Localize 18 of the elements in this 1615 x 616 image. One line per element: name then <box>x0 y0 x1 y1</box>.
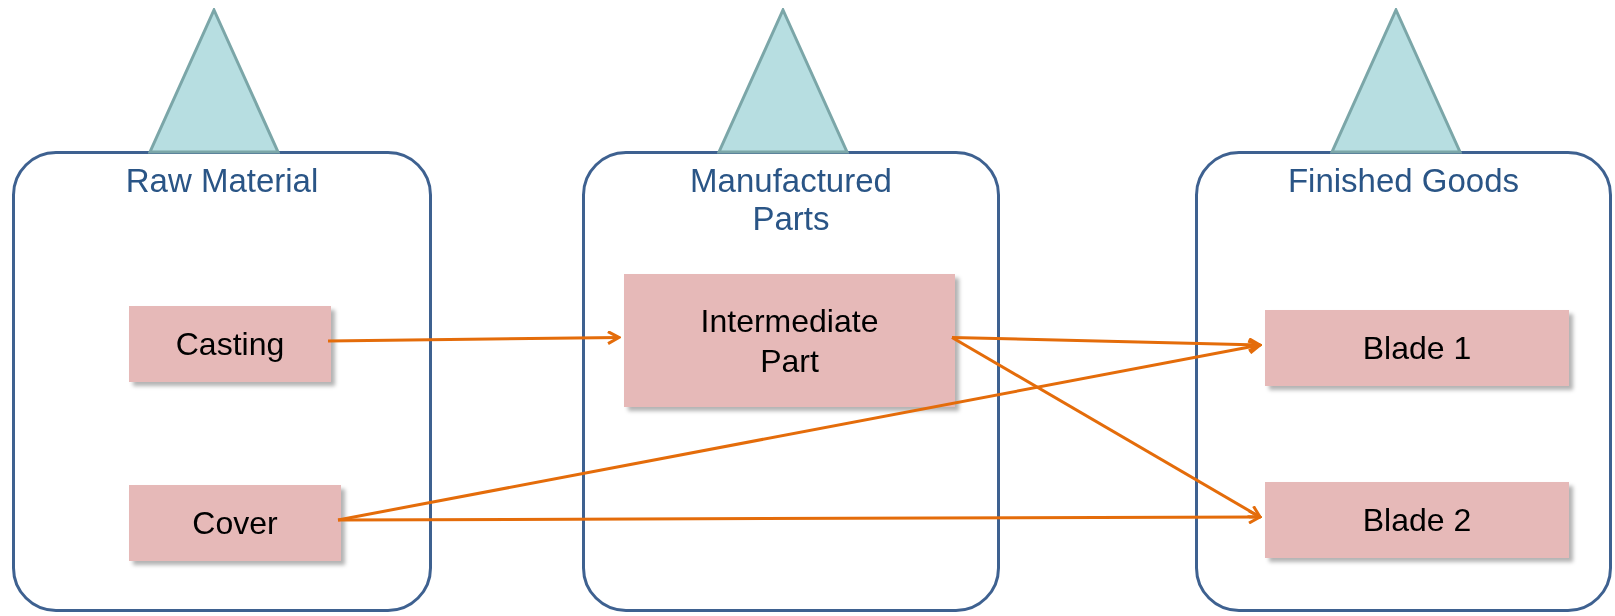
item-box: Casting <box>129 306 331 382</box>
group-heading: Raw Material <box>124 162 320 200</box>
arrow <box>338 509 1262 525</box>
group-heading: Finished Goods <box>1286 162 1521 200</box>
arrow <box>951 336 1262 353</box>
item-box: Blade 1 <box>1265 310 1569 386</box>
triangle-shape <box>717 8 849 154</box>
arrow <box>328 330 621 346</box>
triangle-shape <box>148 8 280 154</box>
triangle-shape <box>1329 8 1462 154</box>
group-panel <box>12 151 432 612</box>
group-panel <box>1195 151 1612 612</box>
item-box: Cover <box>129 485 341 561</box>
arrow <box>951 336 1262 519</box>
item-box: Intermediate Part <box>624 274 955 407</box>
group-heading: Manufactured Parts <box>689 162 893 238</box>
item-box: Blade 2 <box>1265 482 1569 558</box>
group-panel <box>582 151 1000 612</box>
